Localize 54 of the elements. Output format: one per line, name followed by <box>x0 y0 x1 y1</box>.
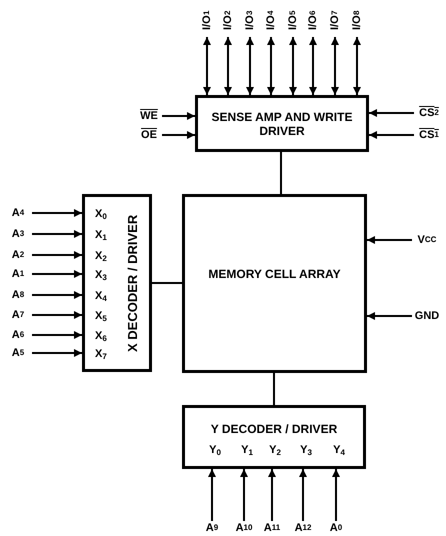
pin-label: OE <box>136 128 162 142</box>
pin-label: X$_{5}$ <box>95 310 108 323</box>
block-title: SENSE AMP AND WRITE DRIVER <box>210 110 354 138</box>
arrow <box>309 37 317 95</box>
pin-label: X$_{4}$ <box>95 290 108 303</box>
connector-line <box>280 152 282 194</box>
memory-block <box>182 194 367 373</box>
block-title: Y DECODER / DRIVER <box>210 422 338 436</box>
pin-label: GND <box>412 309 442 323</box>
pin-label: X$_{7}$ <box>95 348 108 361</box>
pin-label: Y$_{1}$ <box>240 444 254 457</box>
arrow <box>331 37 339 95</box>
arrow <box>268 469 276 521</box>
driver-block <box>195 95 369 152</box>
pin-label: Y$_{4}$ <box>332 444 346 457</box>
arrow <box>299 469 307 521</box>
arrow <box>32 251 82 259</box>
pin-label: Y$_{3}$ <box>299 444 313 457</box>
arrow <box>32 230 82 238</box>
arrow <box>32 349 82 357</box>
block-title: X DECODER / DRIVER <box>124 213 141 354</box>
pin-label: X$_{3}$ <box>95 269 108 282</box>
pin-label: X$_{6}$ <box>95 330 108 343</box>
arrow <box>246 37 254 95</box>
arrow <box>369 131 414 139</box>
arrow <box>289 37 297 95</box>
pin-label: X$_{2}$ <box>95 250 108 263</box>
arrow <box>162 112 195 120</box>
arrow <box>367 236 412 244</box>
arrow <box>162 131 195 139</box>
connector-line <box>152 282 182 284</box>
arrow <box>369 109 414 117</box>
arrow <box>32 311 82 319</box>
arrow <box>267 37 275 95</box>
arrow <box>224 37 232 95</box>
arrow <box>203 37 211 95</box>
arrow <box>353 37 361 95</box>
arrow <box>32 331 82 339</box>
pin-label: Y$_{2}$ <box>268 444 282 457</box>
arrow <box>208 469 216 521</box>
arrow <box>32 291 82 299</box>
pin-label: WE <box>136 109 162 123</box>
pin-label: Y$_{0}$ <box>208 444 222 457</box>
decoder-block <box>82 194 152 372</box>
arrow <box>32 270 82 278</box>
arrow <box>240 469 248 521</box>
decoder-block <box>182 405 366 469</box>
arrow <box>367 312 412 320</box>
pin-label: X$_{0}$ <box>95 208 108 221</box>
arrow <box>32 209 82 217</box>
pin-label: X$_{1}$ <box>95 229 108 242</box>
connector-line <box>273 373 275 405</box>
block-title: MEMORY CELL ARRAY <box>207 267 342 281</box>
arrow <box>332 469 340 521</box>
